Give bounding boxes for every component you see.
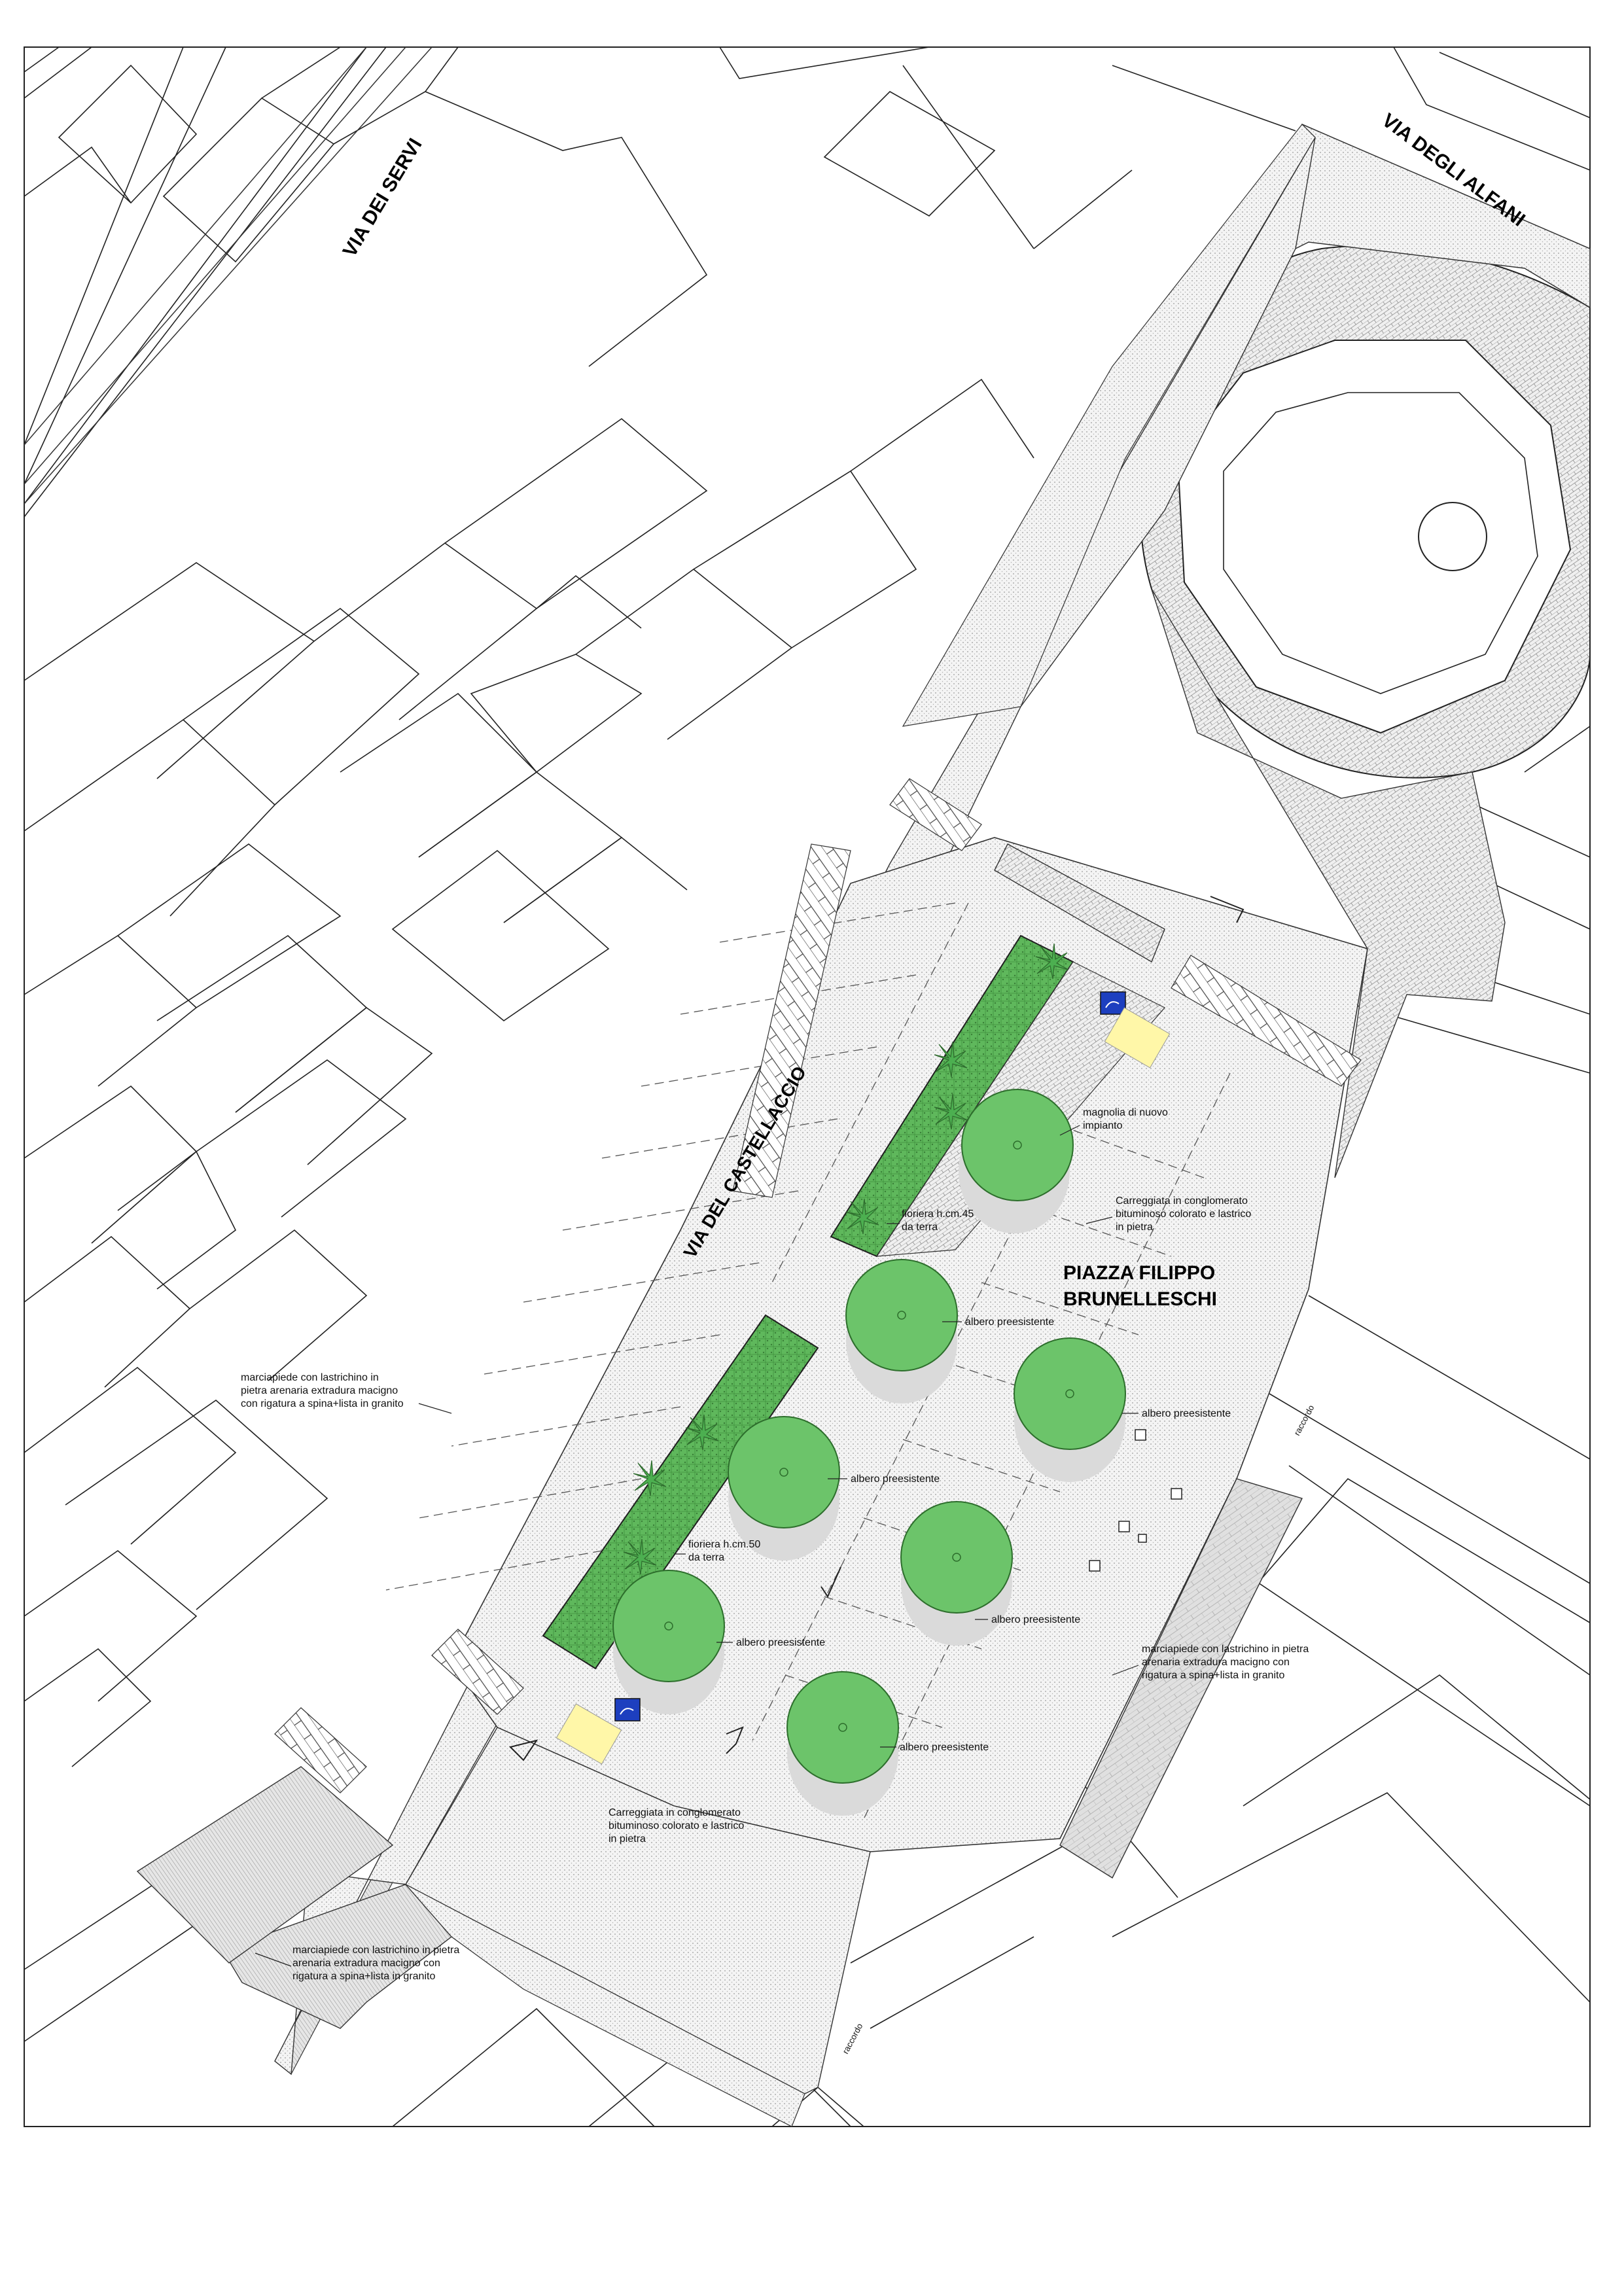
large-trees bbox=[612, 1089, 1126, 1816]
crosswalk-east bbox=[1171, 955, 1362, 1087]
piazza-name-line2: BRUNELLESCHI bbox=[1063, 1288, 1217, 1310]
annotation-carreggiata-top: Carreggiata in conglomerato bituminoso c… bbox=[1116, 1195, 1251, 1233]
annotation-albero-2: albero preesistente bbox=[1142, 1408, 1231, 1419]
svg-text:marciapiede con lastrichino in: marciapiede con lastrichino in bbox=[241, 1372, 379, 1383]
south-road-lower bbox=[405, 1884, 805, 2127]
annotation-albero-6: albero preesistente bbox=[900, 1742, 989, 1753]
disabled-parking-spots bbox=[556, 991, 1171, 1765]
annotation-marciapiede-right: marciapiede con lastrichino in pietra ar… bbox=[1142, 1644, 1309, 1681]
tree-albero-2 bbox=[1014, 1337, 1126, 1482]
svg-text:in pietra: in pietra bbox=[1116, 1222, 1153, 1233]
svg-text:bituminoso colorato e lastrico: bituminoso colorato e lastrico bbox=[609, 1820, 744, 1831]
svg-text:Carreggiata in conglomerato: Carreggiata in conglomerato bbox=[1116, 1195, 1248, 1207]
svg-text:arenaria extradura macigno con: arenaria extradura macigno con bbox=[1142, 1657, 1290, 1668]
svg-text:rigatura a spina+lista in gran: rigatura a spina+lista in granito bbox=[292, 1971, 435, 1982]
svg-text:fioriera h.cm.50: fioriera h.cm.50 bbox=[688, 1539, 760, 1550]
tree-albero-4 bbox=[900, 1501, 1013, 1646]
tree-albero-3 bbox=[728, 1416, 840, 1561]
svg-text:da terra: da terra bbox=[688, 1552, 724, 1563]
annotation-marciapiede-left: marciapiede con lastrichino in pietra ar… bbox=[241, 1372, 404, 1409]
upper-road-area bbox=[902, 124, 1316, 727]
traffic-arrows bbox=[509, 896, 1244, 1761]
via-dei-servi-road bbox=[24, 46, 432, 504]
bollards bbox=[1089, 1429, 1182, 1572]
annotation-magnolia: magnolia di nuovo impianto bbox=[1083, 1107, 1168, 1131]
svg-text:magnolia di nuovo: magnolia di nuovo bbox=[1083, 1107, 1168, 1118]
annotation-albero-5: albero preesistente bbox=[736, 1637, 825, 1648]
planter-south bbox=[542, 1314, 819, 1670]
south-hatched-area bbox=[136, 1766, 394, 1964]
annotation-albero-1: albero preesistente bbox=[965, 1316, 1054, 1328]
svg-text:arenaria extradura macigno con: arenaria extradura macigno con bbox=[292, 1958, 440, 1969]
svg-text:con rigatura a spina+lista in: con rigatura a spina+lista in granito bbox=[241, 1398, 404, 1409]
tree-albero-1 bbox=[845, 1259, 958, 1404]
svg-text:Carreggiata in conglomerato: Carreggiata in conglomerato bbox=[609, 1807, 741, 1818]
island-north bbox=[994, 843, 1165, 963]
svg-text:marciapiede con lastrichino in: marciapiede con lastrichino in pietra bbox=[292, 1945, 459, 1956]
annotation-fioriera-50: fioriera h.cm.50 da terra bbox=[688, 1539, 760, 1563]
rotunda-building bbox=[1139, 245, 1591, 779]
piazza-name-line1: PIAZZA FILIPPO bbox=[1063, 1262, 1215, 1284]
crosswalk-south bbox=[431, 1629, 524, 1715]
palm-trees bbox=[623, 943, 1069, 1575]
svg-text:rigatura a spina+lista in gran: rigatura a spina+lista in granito bbox=[1142, 1670, 1284, 1681]
crosswalk-west bbox=[732, 843, 851, 1198]
svg-text:bituminoso colorato e lastrico: bituminoso colorato e lastrico bbox=[1116, 1209, 1251, 1220]
annotation-albero-4: albero preesistente bbox=[991, 1614, 1080, 1625]
svg-text:pietra arenaria extradura maci: pietra arenaria extradura macigno bbox=[241, 1385, 398, 1396]
svg-text:in pietra: in pietra bbox=[609, 1833, 646, 1845]
svg-text:impianto: impianto bbox=[1083, 1120, 1123, 1131]
leader-lines bbox=[255, 1125, 1139, 1967]
crosswalk-southwest bbox=[274, 1707, 367, 1793]
crosswalk-north bbox=[889, 778, 982, 851]
svg-text:da terra: da terra bbox=[902, 1222, 938, 1233]
svg-text:fioriera h.cm.45: fioriera h.cm.45 bbox=[902, 1209, 974, 1220]
annotation-marciapiede-bottom: marciapiede con lastrichino in pietra ar… bbox=[292, 1945, 459, 1982]
svg-text:marciapiede con lastrichino in: marciapiede con lastrichino in pietra bbox=[1142, 1644, 1309, 1655]
tree-albero-6 bbox=[786, 1671, 899, 1816]
tree-magnolia bbox=[959, 1089, 1074, 1233]
tree-albero-5 bbox=[612, 1570, 725, 1714]
southeast-sidewalk bbox=[1059, 1478, 1303, 1879]
annotation-albero-3: albero preesistente bbox=[851, 1474, 940, 1485]
annotation-carreggiata-bottom: Carreggiata in conglomerato bituminoso c… bbox=[609, 1807, 744, 1845]
annotation-fioriera-45: fioriera h.cm.45 da terra bbox=[902, 1209, 974, 1233]
